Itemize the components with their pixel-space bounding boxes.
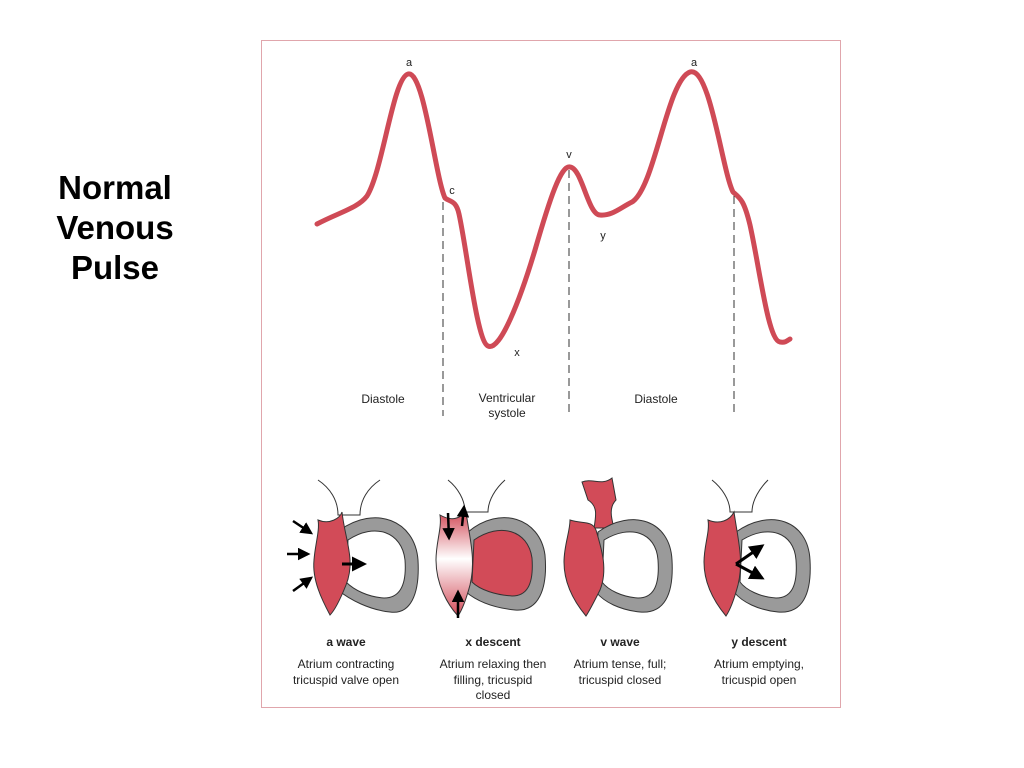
panel-3-line-1: Atrium tense, full; bbox=[574, 657, 667, 671]
panel-1-line-1: Atrium contracting bbox=[298, 657, 395, 671]
heart-illustration-x-descent bbox=[435, 479, 547, 618]
panel-1-line-2: tricuspid valve open bbox=[293, 673, 399, 687]
peak-label-y: y bbox=[600, 230, 606, 242]
phase-label-diastole-2: Diastole bbox=[634, 392, 678, 406]
slide-title: Normal Venous Pulse bbox=[40, 168, 190, 288]
jvp-waveform bbox=[314, 69, 793, 349]
panel-2-heading: x descent bbox=[465, 635, 520, 649]
heart-illustration-a-wave bbox=[287, 479, 419, 616]
panel-4-line-1: Atrium emptying, bbox=[714, 657, 804, 671]
phase-label-diastole-1: Diastole bbox=[361, 392, 405, 406]
panel-2-line-3: closed bbox=[476, 688, 511, 702]
peak-label-v: v bbox=[566, 149, 572, 161]
panel-2-line-2: filling, tricuspid bbox=[454, 673, 533, 687]
phase-label-systole-2: systole bbox=[488, 406, 526, 420]
phase-label-systole-1: Ventricular bbox=[479, 391, 536, 405]
title-line-3: Pulse bbox=[70, 249, 160, 286]
heart-illustration-v-wave bbox=[563, 477, 673, 617]
peak-label-c: c bbox=[449, 185, 455, 197]
panel-2-line-1: Atrium relaxing then bbox=[440, 657, 547, 671]
heart-illustration-y-descent bbox=[703, 479, 811, 617]
peak-label-a1: a bbox=[406, 57, 413, 69]
peak-label-a2: a bbox=[691, 57, 698, 69]
panel-1-heading: a wave bbox=[326, 635, 366, 649]
title-line-2: Venous bbox=[56, 209, 174, 246]
panel-4-heading: y descent bbox=[731, 635, 786, 649]
peak-label-x: x bbox=[514, 347, 520, 359]
panel-3-heading: v wave bbox=[600, 635, 640, 649]
panel-3-line-2: tricuspid closed bbox=[579, 673, 662, 687]
title-line-1: Normal bbox=[58, 169, 172, 206]
panel-4-line-2: tricuspid open bbox=[722, 673, 797, 687]
